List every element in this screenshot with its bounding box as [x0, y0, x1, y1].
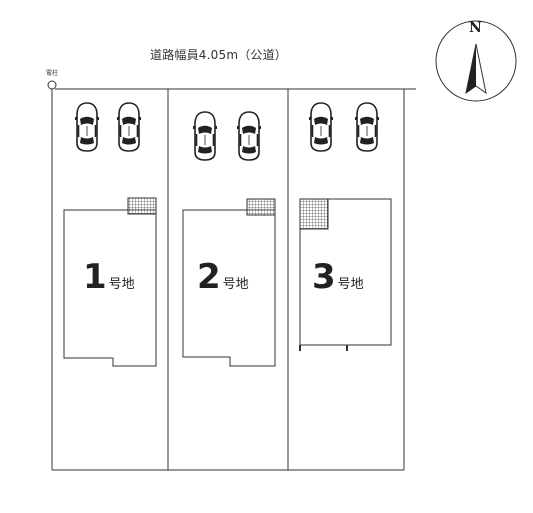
parking-car: [308, 102, 334, 152]
lot-suffix: 号地: [222, 277, 249, 292]
building-lot-2: [182, 198, 276, 367]
site-boundary: [51, 89, 405, 471]
lot-suffix: 号地: [337, 277, 364, 292]
lot-number: 3: [312, 257, 336, 297]
parking-car: [74, 102, 100, 152]
building-lot-1: [63, 197, 157, 367]
lot-suffix: 号地: [108, 277, 135, 292]
parking-car: [354, 102, 380, 152]
north-compass: [435, 20, 517, 102]
road-width-label: 道路幅員4.05m（公道）: [150, 48, 288, 62]
lot-number: 2: [197, 257, 221, 297]
parking-car: [192, 111, 218, 161]
utility-pole: [47, 80, 57, 90]
lot-number: 1: [83, 257, 107, 297]
lot-label-2: 2 号地: [197, 260, 249, 294]
parking-car: [116, 102, 142, 152]
parking-car: [236, 111, 262, 161]
building-lot-3: [299, 198, 392, 351]
utility-pole-label: 電柱: [46, 70, 59, 77]
lot-label-1: 1 号地: [83, 260, 135, 294]
compass-north-label: N: [469, 20, 482, 36]
lot-label-3: 3 号地: [312, 260, 364, 294]
